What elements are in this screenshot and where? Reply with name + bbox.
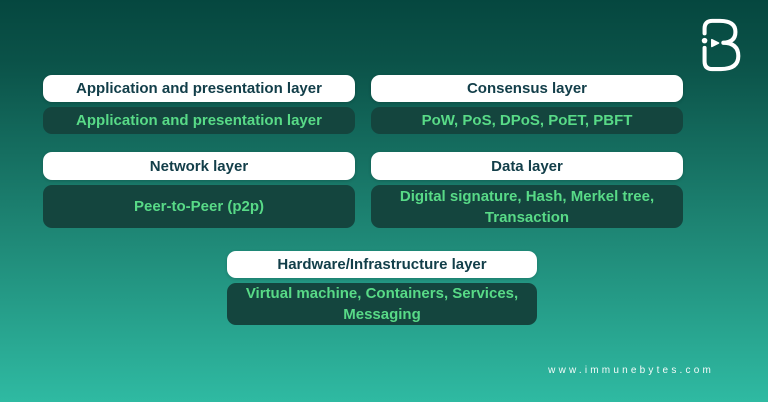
layer-content-consensus: PoW, PoS, DPoS, PoET, PBFT — [371, 107, 683, 134]
layer-content-application: Application and presentation layer — [43, 107, 355, 134]
immunebytes-logo — [693, 14, 747, 74]
layer-header-data: Data layer — [371, 152, 683, 180]
logo-play-icon — [711, 38, 720, 48]
logo-i-dot — [701, 37, 708, 44]
layer-block-consensus: Consensus layer PoW, PoS, DPoS, PoET, PB… — [371, 75, 683, 134]
layer-content-data: Digital signature, Hash, Merkel tree, Tr… — [371, 185, 683, 228]
website-url: www.immunebytes.com — [548, 365, 714, 376]
layer-header-application: Application and presentation layer — [43, 75, 355, 102]
layer-header-consensus: Consensus layer — [371, 75, 683, 102]
layer-block-hardware: Hardware/Infrastructure layer Virtual ma… — [227, 251, 537, 325]
immunebytes-logo-icon — [701, 18, 741, 72]
layer-block-data: Data layer Digital signature, Hash, Merk… — [371, 152, 683, 228]
layer-content-network: Peer-to-Peer (p2p) — [43, 185, 355, 228]
layer-content-hardware: Virtual machine, Containers, Services, M… — [227, 283, 537, 325]
layer-header-hardware: Hardware/Infrastructure layer — [227, 251, 537, 278]
layer-block-network: Network layer Peer-to-Peer (p2p) — [43, 152, 355, 228]
layer-header-network: Network layer — [43, 152, 355, 180]
layer-block-application: Application and presentation layer Appli… — [43, 75, 355, 134]
